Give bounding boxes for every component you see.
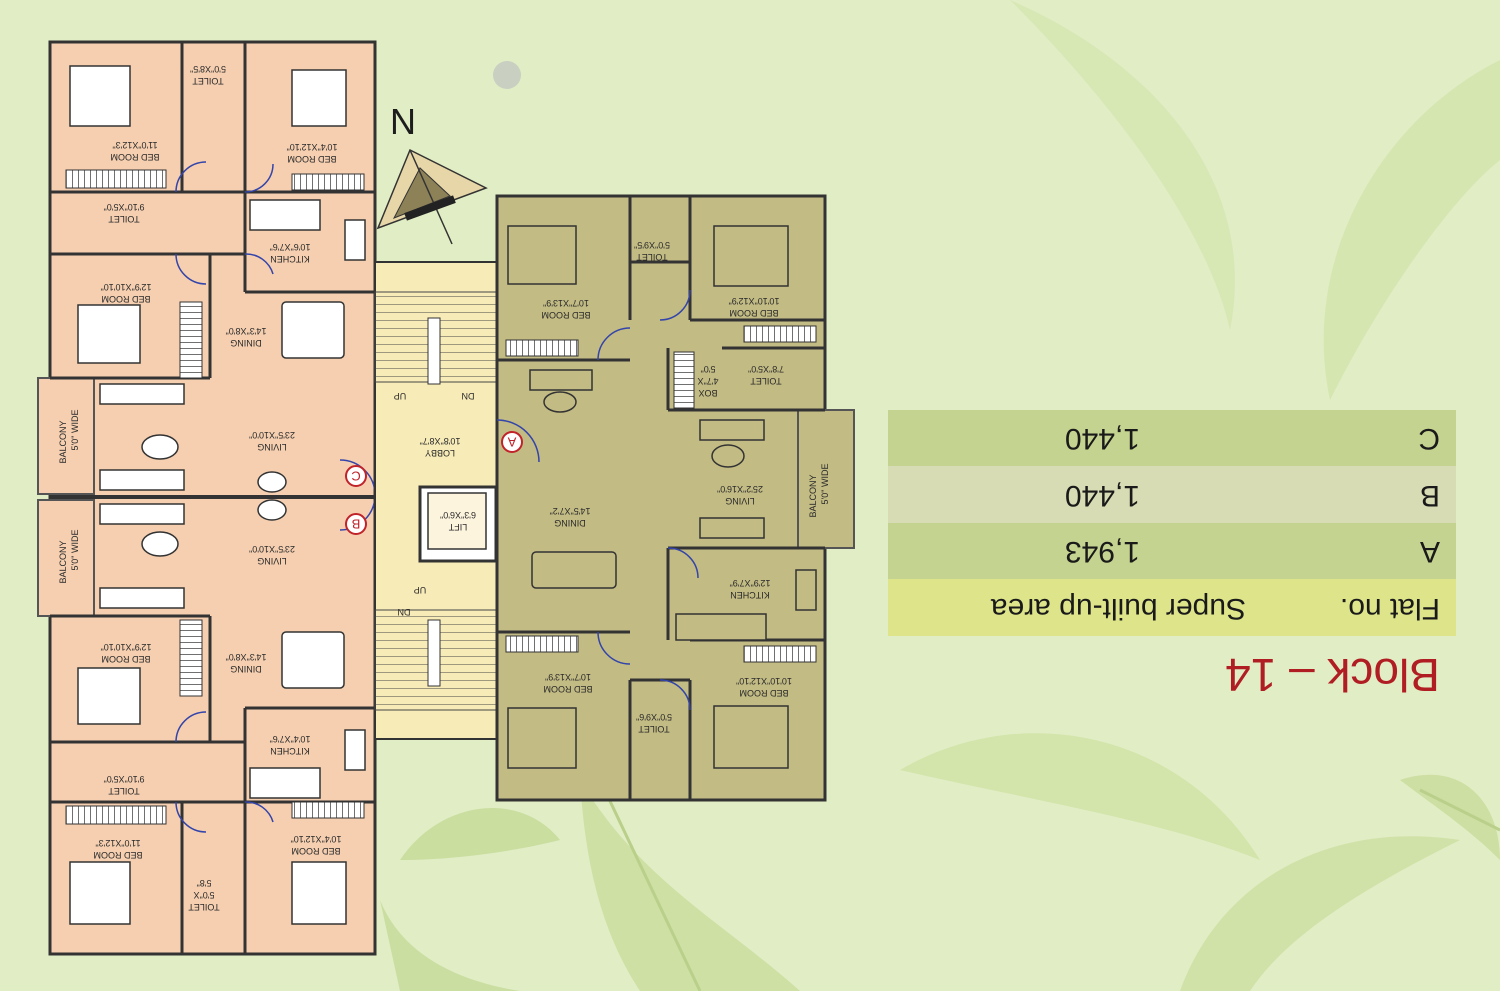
b-bed2-name: BED ROOM	[291, 846, 340, 856]
b-toilet1-size1: 5'0"X	[194, 890, 215, 900]
table-header-row: Flat no. Super built-up area	[888, 579, 1456, 636]
b-kitchen-size: 10'4"X7'6"	[270, 734, 311, 744]
b-living-size: 23'5"X10'0"	[249, 544, 295, 554]
row-a-area: 1,943	[1064, 535, 1140, 569]
b-dining-name: DINING	[230, 664, 262, 674]
row-c-flat: C	[1418, 422, 1440, 456]
a-box-name: BOX	[698, 388, 717, 398]
b-bed1-size: 11'0"X12'3"	[95, 838, 140, 848]
a-dining-name: DINING	[554, 518, 586, 528]
lift-name: LIFT	[448, 522, 467, 532]
c-toilet1-size: 5'0"X8'5"	[190, 64, 226, 74]
flat-marker-b: B	[345, 513, 367, 535]
b-bed3-name: BED ROOM	[101, 654, 150, 664]
a-living-size: 25'2"X16'0"	[717, 484, 763, 494]
a-kitchen-name: KITCHEN	[730, 590, 770, 600]
b-balcony-name: BALCONY	[58, 540, 68, 583]
c-bed1-size: 11'0"X12'3"	[112, 140, 157, 150]
a-bed2-name: BED ROOM	[729, 308, 778, 318]
room-labels: BED ROOM 11'0"X12'3" TOILET 5'0"X8'5" BE…	[58, 64, 830, 912]
a-dining-size: 14'5"X7'2"	[550, 506, 591, 516]
a-toilet1-name: TOILET	[636, 252, 668, 262]
b-bed2-size: 10'4"X12'10"	[291, 834, 342, 844]
c-dining-name: DINING	[230, 338, 262, 348]
a-kitchen-size: 12'9"X7'9"	[730, 578, 771, 588]
c-dining-size: 14'3"X8'0"	[226, 326, 267, 336]
c-balcony-size: 5'0" WIDE	[70, 410, 80, 451]
block-title: Block – 14	[1225, 649, 1440, 701]
a-bed1-size: 10'7"X13'9"	[543, 298, 589, 308]
b-balcony-size: 5'0" WIDE	[70, 530, 80, 571]
header-area: Super built-up area	[990, 592, 1246, 625]
b-toilet1-size2: 5'8"	[197, 878, 212, 888]
flat-marker-b-label: B	[352, 517, 361, 532]
lift-size: 6'3"X6'0"	[440, 510, 476, 520]
a-balcony-name: BALCONY	[808, 474, 818, 517]
a-toilet3-size: 5'0"X9'6"	[636, 712, 672, 722]
a-box-size2: 5'0"	[701, 364, 716, 374]
c-living-size: 23'5"X10'0"	[249, 430, 295, 440]
c-toilet1-name: TOILET	[192, 76, 224, 86]
table-row: C 1,440	[888, 410, 1456, 467]
c-bed1-name: BED ROOM	[110, 152, 159, 162]
header-flat-no: Flat no.	[1339, 592, 1440, 625]
table-row: A 1,943	[888, 523, 1456, 580]
c-toilet2-name: TOILET	[108, 214, 140, 224]
row-b-area: 1,440	[1064, 479, 1140, 512]
a-bed3-name: BED ROOM	[543, 684, 592, 694]
c-bed2-name: BED ROOM	[287, 154, 336, 164]
b-dining-size: 14'3"X8'0"	[226, 652, 267, 662]
c-toilet2-size: 9'10"X5'0"	[104, 202, 145, 212]
a-living-name: LIVING	[725, 496, 755, 506]
a-toilet2-size: 7'8"X5'0"	[748, 364, 784, 374]
a-bed2-size: 10'10"X12'9"	[729, 296, 780, 306]
row-c-area: 1,440	[1064, 422, 1140, 456]
flat-marker-c: C	[345, 465, 367, 487]
b-toilet1-name: TOILET	[188, 902, 220, 912]
c-kitchen-size: 10'6"X7'6"	[270, 242, 311, 252]
b-toilet2-name: TOILET	[108, 786, 140, 796]
b-toilet2-size: 9'10"X5'0"	[104, 774, 145, 784]
b-kitchen-name: KITCHEN	[270, 746, 310, 756]
a-bed1-name: BED ROOM	[541, 310, 590, 320]
table-row: B 1,440	[888, 466, 1456, 523]
row-a-flat: A	[1419, 535, 1440, 569]
b-bed1-name: BED ROOM	[93, 850, 142, 860]
a-toilet3-name: TOILET	[638, 724, 670, 734]
north-letter: N	[390, 101, 416, 142]
flat-marker-a-label: A	[507, 435, 516, 450]
c-bed3-size: 12'9"X10'10"	[101, 282, 152, 292]
north-compass-icon	[376, 148, 488, 245]
b-bed3-size: 12'9"X10'10"	[101, 642, 152, 652]
b-living-name: LIVING	[257, 556, 287, 566]
stair-dn-1: DN	[462, 391, 475, 401]
a-bed4-size: 10'10"X12'10"	[736, 676, 792, 686]
super-built-up-area-table: Flat no. Super built-up area A 1,943 B 1…	[888, 410, 1456, 636]
c-bed3-name: BED ROOM	[101, 294, 150, 304]
a-bed3-size: 10'7"X13'9"	[545, 672, 591, 682]
flat-a-wing	[495, 194, 855, 802]
c-living-name: LIVING	[257, 442, 287, 452]
flat-marker-c-label: C	[351, 469, 360, 484]
lobby-size: 10'8"X8'7"	[420, 436, 461, 446]
a-bed4-name: BED ROOM	[739, 688, 788, 698]
stair-dn-2: DN	[398, 607, 411, 617]
stair-up-2: UP	[414, 585, 427, 595]
lobby-name: LOBBY	[425, 448, 455, 458]
core-lobby-stairs	[374, 261, 498, 740]
c-bed2-size: 10'4"X12'10"	[287, 142, 338, 152]
flat-marker-a: A	[501, 431, 523, 453]
a-toilet2-name: TOILET	[750, 376, 782, 386]
a-toilet1-size: 5'0"X9'5"	[634, 240, 670, 250]
stair-up-1: UP	[394, 391, 407, 401]
a-balcony-size: 5'0" WIDE	[820, 464, 830, 505]
c-balcony-name: BALCONY	[58, 420, 68, 463]
c-kitchen-name: KITCHEN	[270, 254, 310, 264]
row-b-flat: B	[1419, 479, 1440, 512]
a-box-size1: 4'7"X	[698, 376, 719, 386]
flat-bc-wing	[37, 40, 377, 956]
